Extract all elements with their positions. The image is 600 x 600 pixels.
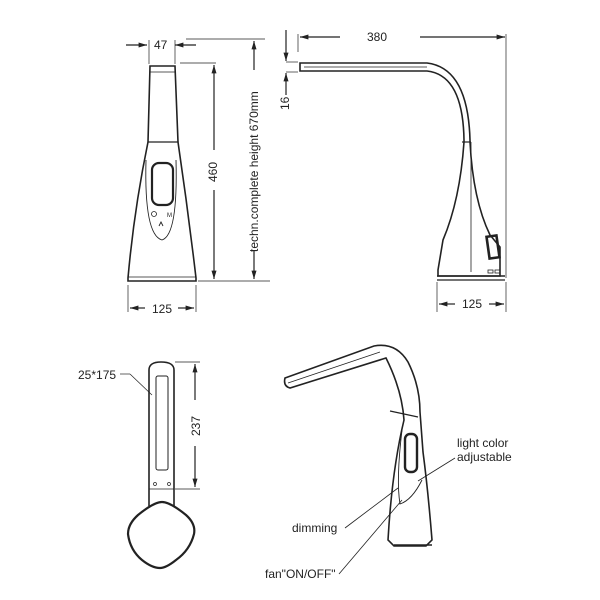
front-view-lamp: M — [127, 65, 197, 282]
fan-callout: fan"ON/OFF" — [265, 567, 336, 581]
side-view-lamp — [299, 62, 505, 281]
arm-length-dim: 380 — [367, 30, 388, 44]
perspective-view-lamp — [283, 344, 433, 547]
led-panel-dim: 25*175 — [78, 368, 117, 382]
dimming-callout: dimming — [292, 521, 338, 535]
front-top-width-dim: 47 — [154, 38, 168, 52]
head-thickness-dim: 16 — [278, 96, 292, 110]
head-length-dim: 237 — [189, 415, 203, 436]
complete-height-dim: techn.complete height 670mm — [247, 91, 261, 252]
top-view-lamp — [126, 361, 196, 570]
svg-text:M: M — [167, 213, 172, 219]
light-color-callout-2: adjustable — [457, 450, 512, 464]
front-base-width-dim: 125 — [152, 302, 173, 316]
light-color-callout: light color — [457, 436, 509, 450]
front-height-dim: 460 — [206, 161, 220, 182]
side-base-width-dim: 125 — [462, 297, 483, 311]
